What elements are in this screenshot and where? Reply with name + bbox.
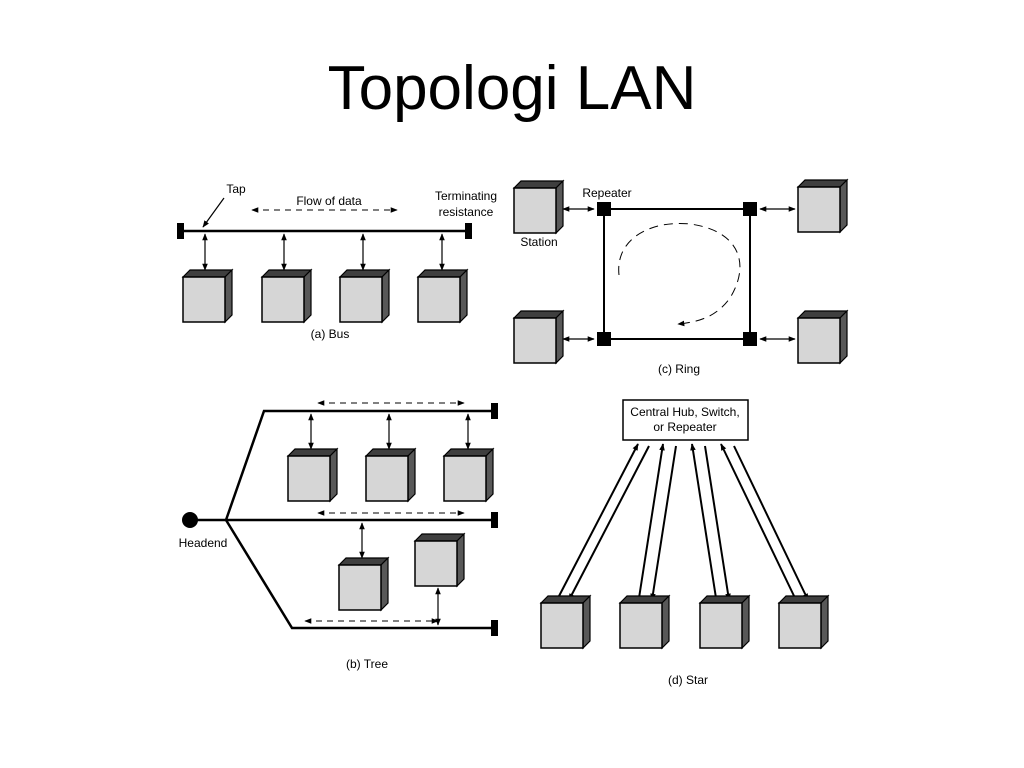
ring-repeater-label: Repeater	[582, 186, 631, 200]
bus-tap-label: Tap	[226, 182, 246, 196]
tree-caption: (b) Tree	[346, 657, 388, 671]
bus-station-3	[338, 268, 391, 324]
bus-station-1	[181, 268, 234, 324]
ring-repeater-top-right	[743, 202, 757, 216]
ring-flow-arrow	[618, 222, 741, 327]
star-topology: Central Hub, Switch, or Repeater	[539, 399, 830, 687]
bus-station-2	[260, 268, 313, 324]
ring-cable	[603, 208, 751, 340]
tree-terminator-top	[491, 403, 498, 419]
tree-terminator-middle	[491, 512, 498, 528]
star-caption: (d) Star	[668, 673, 708, 687]
tree-station-1	[286, 447, 339, 503]
ring-station-bottom-left	[512, 309, 565, 365]
tree-terminator-bottom	[491, 620, 498, 636]
ring-repeater-bottom-right	[743, 332, 757, 346]
star-station-3	[698, 594, 751, 650]
star-hub-label-line2: or Repeater	[653, 420, 716, 434]
slide-title: Topologi LAN	[327, 54, 697, 123]
star-link-3-up	[690, 443, 717, 599]
tree-headend	[182, 512, 198, 528]
star-link-2-up	[638, 443, 665, 599]
bus-topology: Flow of data Tap Terminating resistance	[177, 182, 497, 341]
tree-station-2	[364, 447, 417, 503]
star-link-1-down	[568, 445, 650, 601]
bus-terminator-left	[177, 223, 184, 239]
bus-flow-label: Flow of data	[296, 194, 362, 208]
bus-terminating-label: Terminating	[435, 189, 497, 203]
ring-station-label: Station	[520, 235, 557, 249]
ring-station-top-left	[512, 179, 565, 235]
ring-station-top-right	[796, 178, 849, 234]
tree-station-4	[337, 556, 390, 612]
star-link-4-down	[733, 445, 809, 601]
star-link-4-up	[720, 443, 796, 599]
tree-headend-label: Headend	[179, 536, 228, 550]
bus-caption: (a) Bus	[311, 327, 350, 341]
star-link-2-down	[650, 445, 677, 601]
ring-repeater-top-left	[597, 202, 611, 216]
star-link-3-down	[704, 445, 731, 601]
star-station-2	[618, 594, 671, 650]
star-hub-label-line1: Central Hub, Switch,	[630, 405, 739, 419]
ring-caption: (c) Ring	[658, 362, 700, 376]
star-station-4	[777, 594, 830, 650]
ring-topology: Repeater Station (c) Ring	[512, 178, 849, 376]
bus-tap-arrow	[202, 197, 225, 228]
tree-station-3	[442, 447, 495, 503]
star-hub	[622, 399, 749, 441]
star-link-1-up	[557, 443, 639, 599]
tree-branch-bottom	[224, 519, 493, 630]
bus-station-4	[416, 268, 469, 324]
ring-repeater-bottom-left	[597, 332, 611, 346]
ring-station-bottom-right	[796, 309, 849, 365]
tree-topology: Headend	[179, 400, 498, 671]
bus-resistance-label: resistance	[439, 205, 494, 219]
tree-branch-top	[224, 409, 493, 521]
bus-terminator-right	[465, 223, 472, 239]
tree-station-5	[413, 532, 466, 588]
star-station-1	[539, 594, 592, 650]
